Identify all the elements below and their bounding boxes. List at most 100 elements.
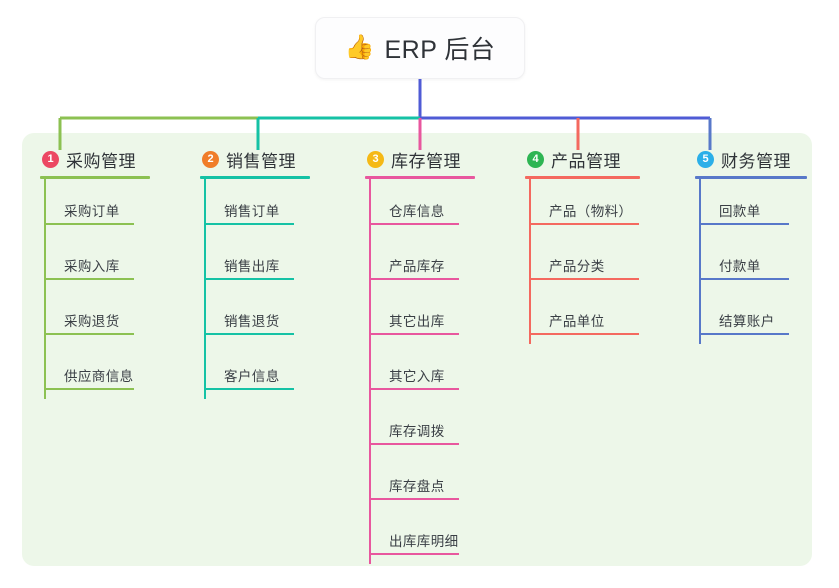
root-node[interactable]: 👍 ERP 后台 bbox=[315, 17, 525, 79]
leaf-underline bbox=[369, 498, 459, 500]
leaf-item[interactable]: 产品单位 bbox=[525, 289, 640, 344]
leaf-label: 仓库信息 bbox=[389, 204, 445, 219]
leaf-underline bbox=[369, 333, 459, 335]
leaf-list: 仓库信息产品库存其它出库其它入库库存调拨库存盘点出库库明细 bbox=[365, 179, 475, 564]
leaf-label: 库存盘点 bbox=[389, 479, 445, 494]
branch-number-badge: 2 bbox=[202, 150, 219, 168]
leaf-item[interactable]: 产品库存 bbox=[365, 234, 475, 289]
leaf-underline bbox=[44, 333, 134, 335]
leaf-item[interactable]: 产品（物料） bbox=[525, 179, 640, 234]
branch-underline bbox=[525, 176, 640, 179]
branches-panel bbox=[22, 133, 812, 566]
leaf-item[interactable]: 采购退货 bbox=[40, 289, 150, 344]
leaf-item[interactable]: 供应商信息 bbox=[40, 344, 150, 399]
branch-1: 1 采购管理采购订单采购入库采购退货供应商信息 bbox=[40, 146, 150, 399]
leaf-underline bbox=[529, 333, 639, 335]
leaf-item[interactable]: 仓库信息 bbox=[365, 179, 475, 234]
leaf-underline bbox=[369, 388, 459, 390]
leaf-item[interactable]: 销售订单 bbox=[200, 179, 310, 234]
leaf-item[interactable]: 回款单 bbox=[695, 179, 807, 234]
leaf-label: 付款单 bbox=[719, 259, 761, 274]
branch-header[interactable]: 3 库存管理 bbox=[365, 146, 475, 172]
leaf-list: 回款单付款单结算账户 bbox=[695, 179, 807, 344]
branch-title: 产品管理 bbox=[551, 151, 621, 171]
leaf-underline bbox=[699, 333, 789, 335]
root-title: ERP 后台 bbox=[384, 36, 496, 64]
leaf-label: 销售出库 bbox=[224, 259, 280, 274]
branch-number-badge: 5 bbox=[697, 150, 714, 168]
leaf-item[interactable]: 其它出库 bbox=[365, 289, 475, 344]
branch-header[interactable]: 2 销售管理 bbox=[200, 146, 310, 172]
leaf-list: 产品（物料） 产品分类产品单位 bbox=[525, 179, 640, 344]
leaf-list: 采购订单采购入库采购退货供应商信息 bbox=[40, 179, 150, 399]
leaf-underline bbox=[369, 278, 459, 280]
leaf-underline bbox=[369, 223, 459, 225]
branch-underline bbox=[695, 176, 807, 179]
leaf-item[interactable]: 销售退货 bbox=[200, 289, 310, 344]
branch-spine bbox=[204, 179, 206, 399]
branch-underline bbox=[40, 176, 150, 179]
leaf-underline bbox=[699, 278, 789, 280]
leaf-label: 产品分类 bbox=[549, 259, 605, 274]
branch-header[interactable]: 4 产品管理 bbox=[525, 146, 640, 172]
branch-5: 5 财务管理回款单付款单结算账户 bbox=[695, 146, 807, 344]
leaf-label: 供应商信息 bbox=[64, 369, 134, 384]
branch-number-badge: 1 bbox=[42, 150, 59, 168]
leaf-label: 结算账户 bbox=[719, 314, 775, 329]
branch-title: 采购管理 bbox=[66, 151, 136, 171]
leaf-underline bbox=[699, 223, 789, 225]
branch-number-badge: 3 bbox=[367, 150, 384, 168]
leaf-underline bbox=[44, 223, 134, 225]
branch-spine bbox=[699, 179, 701, 344]
leaf-item[interactable]: 库存盘点 bbox=[365, 454, 475, 509]
leaf-underline bbox=[44, 388, 134, 390]
branch-spine bbox=[44, 179, 46, 399]
leaf-underline bbox=[529, 223, 639, 225]
leaf-item[interactable]: 付款单 bbox=[695, 234, 807, 289]
leaf-underline bbox=[44, 278, 134, 280]
leaf-label: 采购订单 bbox=[64, 204, 120, 219]
leaf-item[interactable]: 客户信息 bbox=[200, 344, 310, 399]
leaf-item[interactable]: 采购订单 bbox=[40, 179, 150, 234]
leaf-label: 产品库存 bbox=[389, 259, 445, 274]
branch-header[interactable]: 5 财务管理 bbox=[695, 146, 807, 172]
leaf-label: 其它出库 bbox=[389, 314, 445, 329]
leaf-underline bbox=[529, 278, 639, 280]
leaf-label: 采购退货 bbox=[64, 314, 120, 329]
branch-spine bbox=[369, 179, 371, 564]
leaf-item[interactable]: 其它入库 bbox=[365, 344, 475, 399]
branch-number-badge: 4 bbox=[527, 150, 544, 168]
branch-title: 财务管理 bbox=[721, 151, 791, 171]
leaf-label: 回款单 bbox=[719, 204, 761, 219]
leaf-underline bbox=[204, 333, 294, 335]
thumbs-up-icon: 👍 bbox=[344, 34, 375, 61]
branch-header[interactable]: 1 采购管理 bbox=[40, 146, 150, 172]
branch-spine bbox=[529, 179, 531, 344]
leaf-label: 客户信息 bbox=[224, 369, 280, 384]
leaf-list: 销售订单销售出库销售退货客户信息 bbox=[200, 179, 310, 399]
leaf-item[interactable]: 采购入库 bbox=[40, 234, 150, 289]
leaf-label: 库存调拨 bbox=[389, 424, 445, 439]
leaf-underline bbox=[204, 278, 294, 280]
branch-2: 2 销售管理销售订单销售出库销售退货客户信息 bbox=[200, 146, 310, 399]
leaf-label: 销售订单 bbox=[224, 204, 280, 219]
leaf-label: 出库库明细 bbox=[389, 534, 459, 549]
leaf-item[interactable]: 结算账户 bbox=[695, 289, 807, 344]
branch-underline bbox=[365, 176, 475, 179]
leaf-item[interactable]: 出库库明细 bbox=[365, 509, 475, 564]
leaf-underline bbox=[369, 553, 459, 555]
leaf-item[interactable]: 库存调拨 bbox=[365, 399, 475, 454]
branch-underline bbox=[200, 176, 310, 179]
leaf-item[interactable]: 销售出库 bbox=[200, 234, 310, 289]
leaf-label: 销售退货 bbox=[224, 314, 280, 329]
leaf-underline bbox=[369, 443, 459, 445]
leaf-item[interactable]: 产品分类 bbox=[525, 234, 640, 289]
leaf-underline bbox=[204, 388, 294, 390]
branch-title: 库存管理 bbox=[391, 151, 461, 171]
branch-4: 4 产品管理产品（物料） 产品分类产品单位 bbox=[525, 146, 640, 344]
leaf-label: 采购入库 bbox=[64, 259, 120, 274]
branch-3: 3 库存管理仓库信息产品库存其它出库其它入库库存调拨库存盘点出库库明细 bbox=[365, 146, 475, 564]
leaf-label: 其它入库 bbox=[389, 369, 445, 384]
branch-title: 销售管理 bbox=[226, 151, 296, 171]
